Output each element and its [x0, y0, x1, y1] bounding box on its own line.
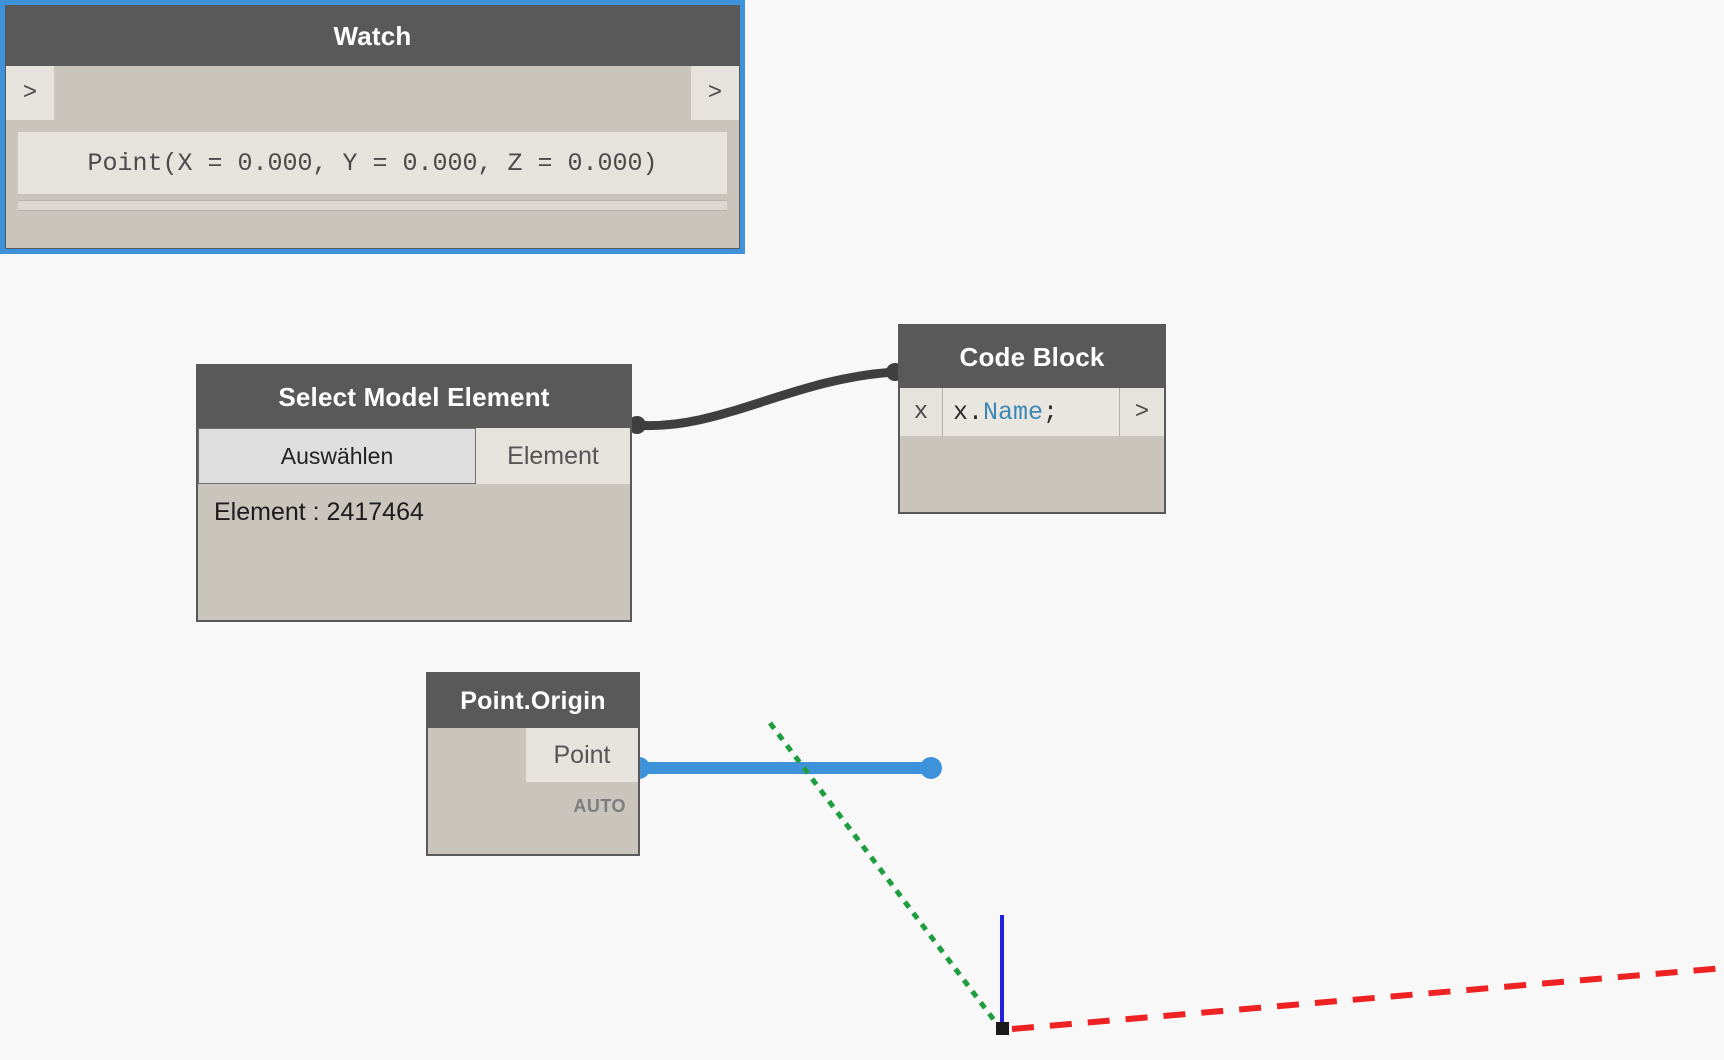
wire-end-dot-watch — [920, 757, 942, 779]
axis-x-line — [1011, 965, 1724, 1032]
select-element-button[interactable]: Auswählen — [198, 428, 476, 484]
node-code-block-body: x x.Name; > — [900, 388, 1164, 436]
watch-value-text: Point(X = 0.000, Y = 0.000, Z = 0.000) — [18, 132, 727, 194]
node-point-origin-ports: Point — [428, 728, 638, 782]
node-watch-inner: Watch > > Point(X = 0.000, Y = 0.000, Z … — [5, 5, 740, 249]
lacing-badge-auto[interactable]: AUTO — [573, 796, 626, 816]
output-port-codeblock[interactable]: > — [1120, 388, 1164, 436]
node-code-block[interactable]: Code Block x x.Name; > — [898, 324, 1166, 514]
code-text-suffix: ; — [1043, 397, 1059, 427]
input-port-watch[interactable]: > — [6, 66, 54, 120]
node-code-block-title: Code Block — [900, 326, 1164, 388]
code-block-editor[interactable]: x.Name; — [943, 388, 1120, 436]
axis-origin-marker — [996, 1022, 1009, 1035]
node-select-model-element-ports: Auswählen Element — [198, 428, 630, 484]
node-point-origin-title: Point.Origin — [428, 674, 638, 728]
watch-horizontal-scrollbar[interactable] — [18, 200, 727, 211]
output-port-point[interactable]: Point — [526, 728, 638, 782]
output-port-element[interactable]: Element — [476, 428, 630, 484]
node-watch-ports: > > — [6, 66, 739, 120]
output-port-watch[interactable]: > — [691, 66, 739, 120]
node-point-origin-body: Point AUTO — [428, 728, 638, 817]
selected-element-value: Element : 2417464 — [214, 498, 424, 526]
code-text-identifier: Name — [983, 397, 1044, 427]
code-text-prefix: x. — [953, 397, 984, 427]
axis-y-line — [768, 721, 1002, 1030]
input-port-x[interactable]: x — [900, 388, 943, 436]
node-watch-title: Watch — [6, 6, 739, 66]
node-watch[interactable]: Watch > > Point(X = 0.000, Y = 0.000, Z … — [0, 0, 745, 254]
wire-element-to-codeblock[interactable] — [629, 367, 901, 431]
node-select-model-element[interactable]: Select Model Element Auswählen Element E… — [196, 364, 632, 622]
node-point-origin[interactable]: Point.Origin Point AUTO — [426, 672, 640, 856]
node-select-model-element-title: Select Model Element — [198, 366, 630, 428]
node-select-model-element-body: Auswählen Element Element : 2417464 — [198, 428, 630, 527]
node-code-block-ports: x x.Name; > — [900, 388, 1164, 436]
